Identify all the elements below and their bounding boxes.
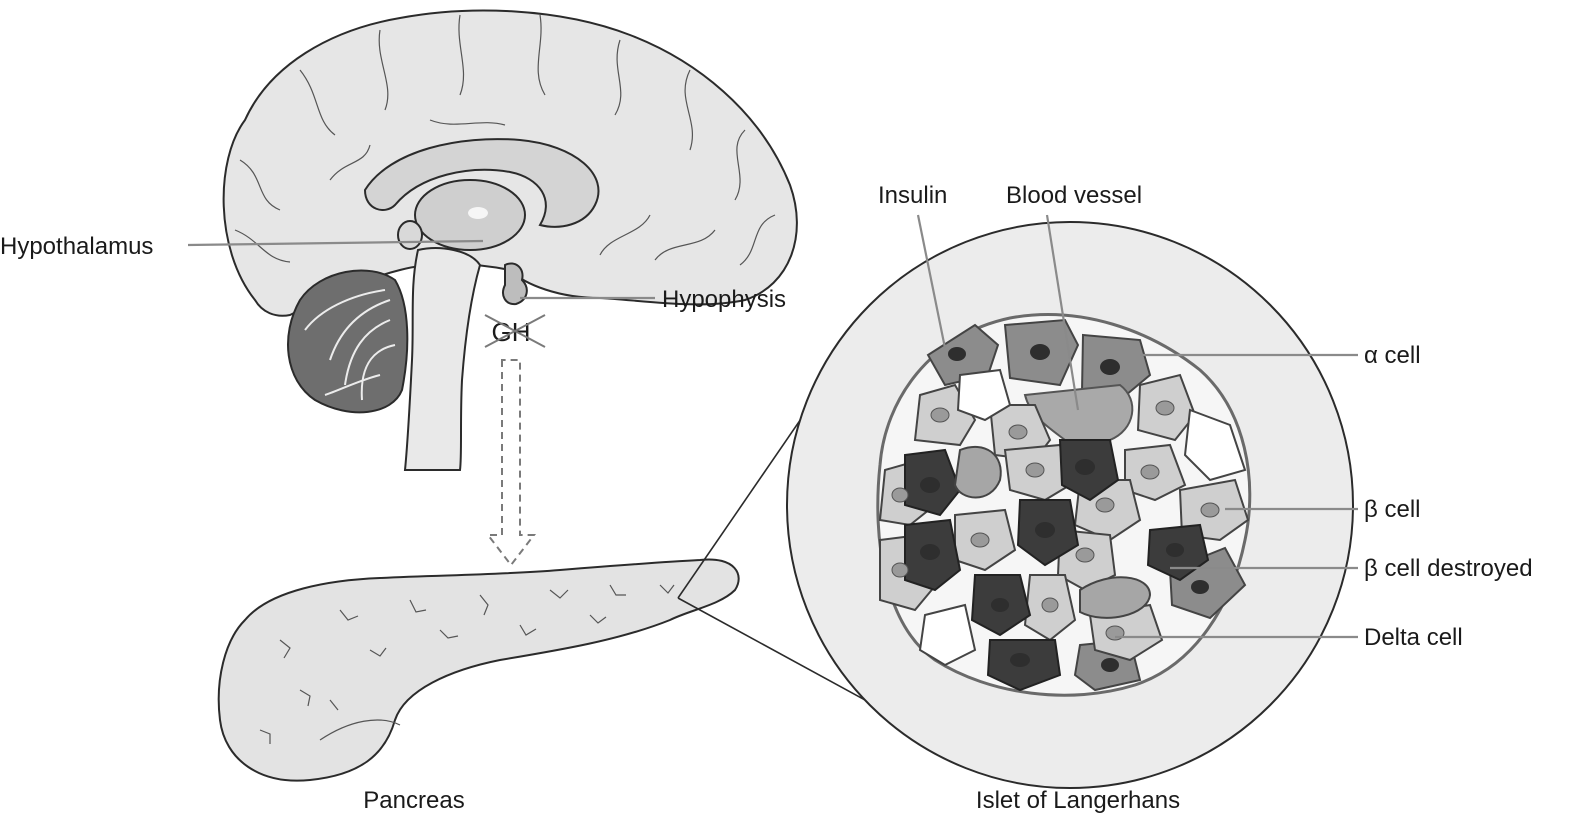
thalamus-highlight bbox=[468, 207, 488, 219]
insulin-callout: Insulin bbox=[878, 182, 947, 349]
light-nuclei bbox=[891, 400, 1220, 641]
gh-cross bbox=[484, 314, 546, 348]
beta-cell-label: β cell bbox=[1364, 496, 1420, 523]
hypothalamus-region bbox=[397, 220, 423, 250]
alpha-cell-label: α cell bbox=[1364, 342, 1421, 369]
beta-destroyed-callout: β cell destroyed bbox=[1170, 555, 1533, 582]
insulin-label: Insulin bbox=[878, 182, 947, 209]
delta-cells bbox=[953, 445, 1152, 619]
blood-vessel-callout: Blood vessel bbox=[1006, 182, 1142, 411]
islet-of-langerhans bbox=[786, 221, 1354, 789]
alpha-cell-callout: α cell bbox=[1140, 342, 1421, 369]
cerebellum bbox=[287, 269, 409, 414]
hypophysis-callout: Hypophysis bbox=[520, 286, 786, 313]
hypophysis-label: Hypophysis bbox=[662, 286, 786, 313]
brain: GH bbox=[222, 9, 798, 567]
blood-vessel-label: Blood vessel bbox=[1006, 182, 1142, 209]
dashed-arrow bbox=[485, 359, 537, 567]
beta-destroyed-label: β cell destroyed bbox=[1364, 555, 1533, 582]
hypothalamus-callout: Hypothalamus bbox=[0, 233, 484, 260]
pituitary-gland bbox=[502, 262, 528, 306]
zoom-line-bottom bbox=[677, 597, 899, 719]
brainstem bbox=[403, 247, 482, 471]
hypothalamus-label: Hypothalamus bbox=[0, 233, 153, 260]
pancreas-label: Pancreas bbox=[363, 787, 464, 814]
islet-label: Islet of Langerhans bbox=[976, 787, 1180, 814]
corpus-callosum bbox=[363, 138, 600, 228]
beta-cell-callout: β cell bbox=[1225, 496, 1420, 523]
delta-cell-callout: Delta cell bbox=[1115, 624, 1463, 651]
cell-nuclei bbox=[920, 344, 1209, 672]
gyri bbox=[234, 14, 776, 266]
pancreas bbox=[217, 558, 740, 782]
pancreas-lobules bbox=[259, 584, 675, 744]
empty-cells bbox=[918, 368, 1247, 667]
delta-cell-label: Delta cell bbox=[1364, 624, 1463, 651]
